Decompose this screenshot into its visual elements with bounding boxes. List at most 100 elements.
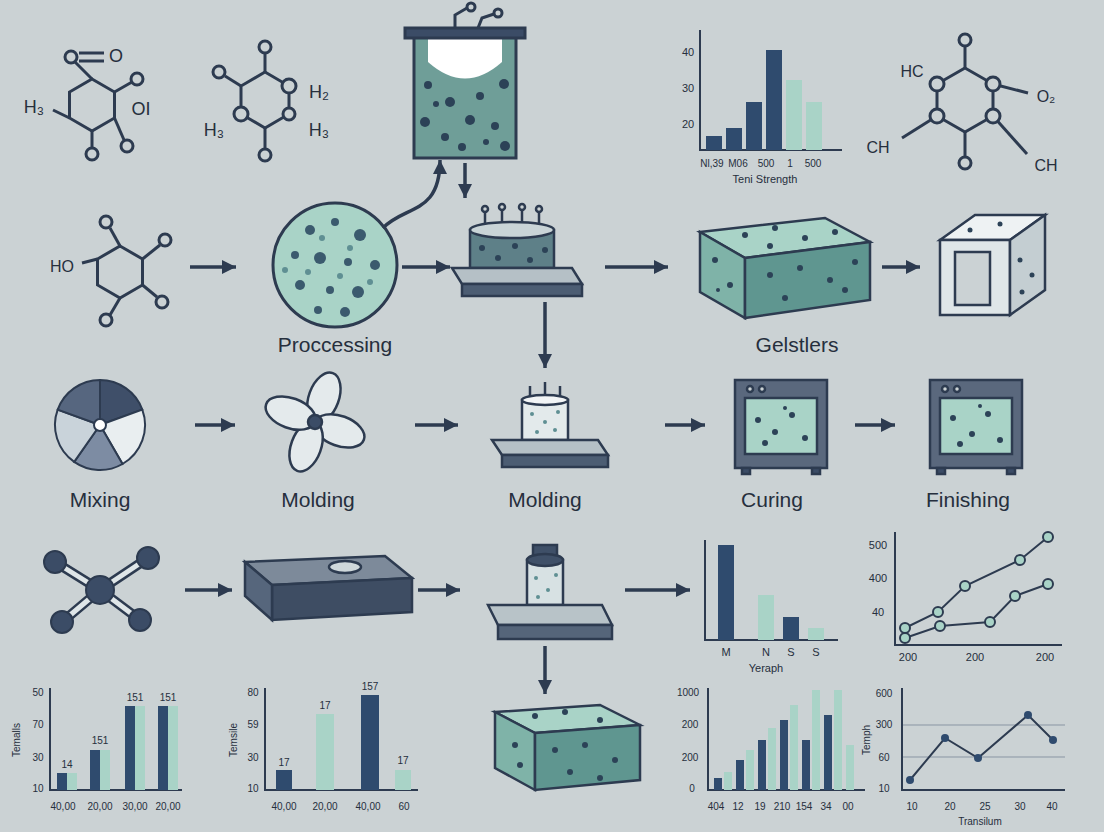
molecule [53, 51, 143, 160]
molecule [234, 107, 248, 121]
tick-label: 30 [1014, 801, 1025, 812]
line-chart [1043, 532, 1053, 542]
tick-label: M06 [728, 158, 747, 169]
mixing-vat [441, 133, 449, 141]
particle-disc [314, 252, 326, 264]
curing-oven [789, 412, 795, 418]
line-chart [941, 734, 949, 742]
gel-slab [512, 742, 518, 748]
tick-label: 200 [966, 651, 984, 663]
bar-chart [714, 778, 722, 790]
mixing-vat [414, 38, 516, 158]
line-chart [935, 621, 945, 631]
mold-press [479, 243, 548, 263]
mold-press [542, 247, 548, 253]
mold-press [536, 595, 540, 599]
molecule [930, 109, 944, 123]
bar-chart [780, 720, 788, 790]
particle-disc [370, 260, 380, 270]
line-chart [900, 532, 1053, 643]
curing-oven [762, 440, 768, 446]
tick-label: 400 [869, 572, 887, 584]
curing-oven [755, 406, 808, 446]
bar-chart [766, 50, 782, 150]
gel-slab [562, 709, 568, 715]
finishing-oven [969, 431, 975, 437]
mold-press [536, 206, 542, 212]
line-chart [900, 633, 910, 643]
mold-press [530, 412, 534, 416]
tick-label: 500 [869, 539, 887, 551]
gel-slab [567, 769, 573, 775]
axis-title: Temph [861, 725, 872, 755]
cut-block [955, 252, 990, 305]
bar-chart [708, 688, 865, 790]
tick-label: 10 [878, 783, 889, 794]
finishing-oven [957, 441, 963, 447]
tick-label: 1 [787, 158, 793, 169]
line-chart [906, 711, 1057, 784]
line-chart [902, 688, 1065, 790]
flow-arrow [625, 588, 690, 592]
mold-press [543, 420, 547, 424]
flow-arrow [383, 160, 440, 228]
mold-press [534, 573, 558, 599]
molecule [259, 41, 271, 53]
mixing-vat [483, 139, 489, 145]
tick-label: 30 [682, 82, 694, 94]
molecule [259, 149, 271, 161]
molecule [143, 285, 158, 297]
finishing-oven [997, 437, 1003, 443]
flow-arrow [190, 265, 236, 269]
process-step: Molding [235, 372, 415, 517]
cut-block [968, 228, 973, 233]
axis-title: Temsile [228, 723, 239, 757]
flow-arrow [418, 588, 460, 592]
tick-label: 500 [805, 158, 822, 169]
mixing-vat [500, 141, 510, 151]
molecule-model [44, 547, 159, 633]
mold-press [530, 410, 560, 434]
line-chart [1049, 736, 1057, 744]
cut-block [1030, 273, 1035, 278]
tick-label: 60 [878, 752, 889, 763]
curing-oven [742, 468, 750, 474]
finishing-oven [950, 415, 956, 421]
flow-arrow [543, 302, 547, 368]
bar-chart [705, 540, 838, 640]
gel-slab [552, 747, 558, 753]
tick-label: 200 [682, 719, 699, 730]
tick-label: N [762, 646, 770, 658]
gel-slab [742, 232, 748, 238]
finishing-oven [978, 404, 982, 408]
gel-slab [842, 287, 848, 293]
bar-chart [50, 688, 182, 790]
particle-disc [347, 245, 353, 251]
tick-label: 40 [1046, 801, 1057, 812]
pie-chart [94, 419, 106, 431]
tick-label: S [787, 646, 794, 658]
bar-chart [361, 695, 379, 790]
gel-slab [827, 277, 833, 283]
particle-disc [340, 307, 350, 317]
flow-arrow [882, 265, 920, 269]
mixing-vat [499, 79, 509, 89]
gel-slab [716, 288, 720, 292]
bar-chart [846, 745, 854, 790]
bar-chart [316, 714, 334, 790]
process-step: Curing [705, 372, 855, 517]
particle-disc [291, 218, 380, 317]
mold-press [492, 440, 608, 455]
bar-chart [276, 770, 292, 790]
particle-disc [282, 267, 288, 273]
particle-disc [326, 286, 334, 294]
curing-oven [772, 429, 778, 435]
bar-chart [758, 595, 774, 640]
molecule [115, 118, 125, 140]
mixing-vat [465, 115, 475, 125]
molecule [53, 110, 70, 118]
gel-slab [782, 295, 788, 301]
mixing-machine [329, 561, 361, 573]
line-chart [1024, 711, 1032, 719]
